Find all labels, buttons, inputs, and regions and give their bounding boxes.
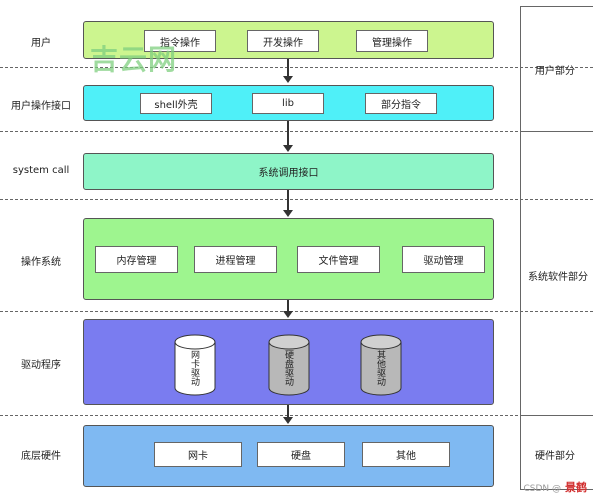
separator	[0, 311, 593, 312]
group-label-hardware-part: 硬件部分	[535, 451, 575, 462]
hw-button-disk: 硬盘	[257, 442, 345, 467]
user-button-2: 开发操作	[247, 30, 319, 52]
os-button-file: 文件管理	[297, 246, 380, 273]
os-button-driver: 驱动管理	[402, 246, 485, 273]
arrow-line	[287, 300, 289, 311]
watermark-logo: 吉云网	[90, 43, 178, 76]
arrow-line	[287, 121, 289, 145]
hw-button-nic: 网卡	[154, 442, 242, 467]
layer-label-os: 操作系统	[21, 257, 61, 268]
syscall-interface-text: 系统调用接口	[258, 168, 319, 179]
separator	[0, 131, 593, 132]
arrow-head	[283, 417, 293, 424]
arrow-head	[283, 210, 293, 217]
user-interface-layer-box: shell外壳 lib 部分指令	[83, 85, 494, 121]
user-button-3: 管理操作	[356, 30, 428, 52]
nic-driver-label: 网卡驱动	[189, 350, 199, 386]
arrow-line	[287, 59, 289, 76]
layer-label-driver: 驱动程序	[21, 360, 61, 371]
group-label-user-part: 用户部分	[535, 66, 575, 77]
arrow-line	[287, 405, 289, 417]
layer-label-user: 用户	[31, 38, 51, 49]
disk-driver-cylinder	[268, 334, 310, 396]
group-boundary	[520, 6, 593, 7]
watermark-author: 景鹤	[565, 481, 587, 494]
user-button-1: 指令操作	[144, 30, 216, 52]
nic-driver-cylinder	[174, 334, 216, 396]
group-boundary	[520, 415, 593, 416]
other-driver-label: 其他驱动	[375, 350, 385, 386]
group-divider-vertical	[520, 6, 521, 489]
os-button-memory: 内存管理	[95, 246, 178, 273]
separator	[0, 415, 593, 416]
user-layer-box: 指令操作 开发操作 管理操作	[83, 21, 494, 59]
arrow-line	[287, 190, 289, 210]
watermark-csdn: CSDN @	[523, 484, 561, 494]
separator	[0, 199, 593, 200]
layer-label-hardware: 底层硬件	[21, 451, 61, 462]
group-boundary	[520, 489, 593, 490]
driver-layer-box: 网卡驱动 硬盘驱动 其他驱动	[83, 319, 494, 405]
hw-button-other: 其他	[362, 442, 450, 467]
layer-label-syscall: system call	[12, 165, 70, 176]
hardware-layer-box: 网卡 硬盘 其他	[83, 425, 494, 487]
os-layer-box: 内存管理 进程管理 文件管理 驱动管理	[83, 218, 494, 300]
ui-button-lib: lib	[252, 93, 324, 114]
os-button-process: 进程管理	[194, 246, 277, 273]
disk-driver-label: 硬盘驱动	[283, 350, 293, 386]
separator	[0, 67, 593, 68]
layer-label-user-interface: 用户操作接口	[11, 101, 71, 112]
arrow-head	[283, 76, 293, 83]
ui-button-shell: shell外壳	[140, 93, 212, 114]
ui-button-partial-commands: 部分指令	[365, 93, 437, 114]
arrow-head	[283, 311, 293, 318]
group-label-system-software: 系统软件部分	[528, 272, 588, 283]
syscall-layer-box: 系统调用接口	[83, 153, 494, 190]
arrow-head	[283, 145, 293, 152]
group-boundary	[520, 131, 593, 132]
other-driver-cylinder	[360, 334, 402, 396]
